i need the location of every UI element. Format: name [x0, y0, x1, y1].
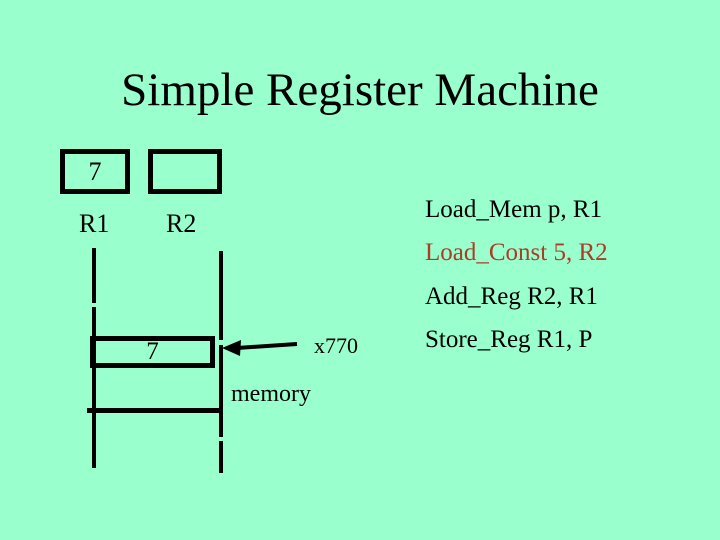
register-r2-box	[148, 149, 222, 194]
memory-label: memory	[231, 381, 311, 407]
register-r1-box: 7	[60, 149, 130, 194]
memory-left-wall-segment	[92, 248, 96, 303]
instruction-line: Store_Reg R1, P	[425, 326, 593, 353]
register-r2-label: R2	[166, 209, 197, 238]
memory-address-label: x770	[314, 333, 358, 358]
instruction-line: Add_Reg R2, R1	[425, 283, 598, 310]
memory-right-wall-segment	[219, 441, 223, 473]
memory-left-wall-segment	[92, 307, 96, 468]
memory-cell-divider-line	[87, 408, 221, 413]
memory-cell-value: 7	[146, 338, 159, 365]
memory-cell-box: 7	[90, 336, 215, 368]
memory-right-wall-segment	[219, 251, 223, 340]
instruction-line: Load_Mem p, R1	[425, 196, 603, 223]
memory-right-wall-segment	[219, 345, 223, 437]
slide-title: Simple Register Machine	[121, 64, 599, 116]
instruction-line: Load_Const 5, R2	[425, 239, 608, 266]
register-r1-value: 7	[88, 156, 102, 186]
register-r1-label: R1	[79, 209, 110, 238]
address-pointer-arrow-icon	[222, 340, 298, 356]
